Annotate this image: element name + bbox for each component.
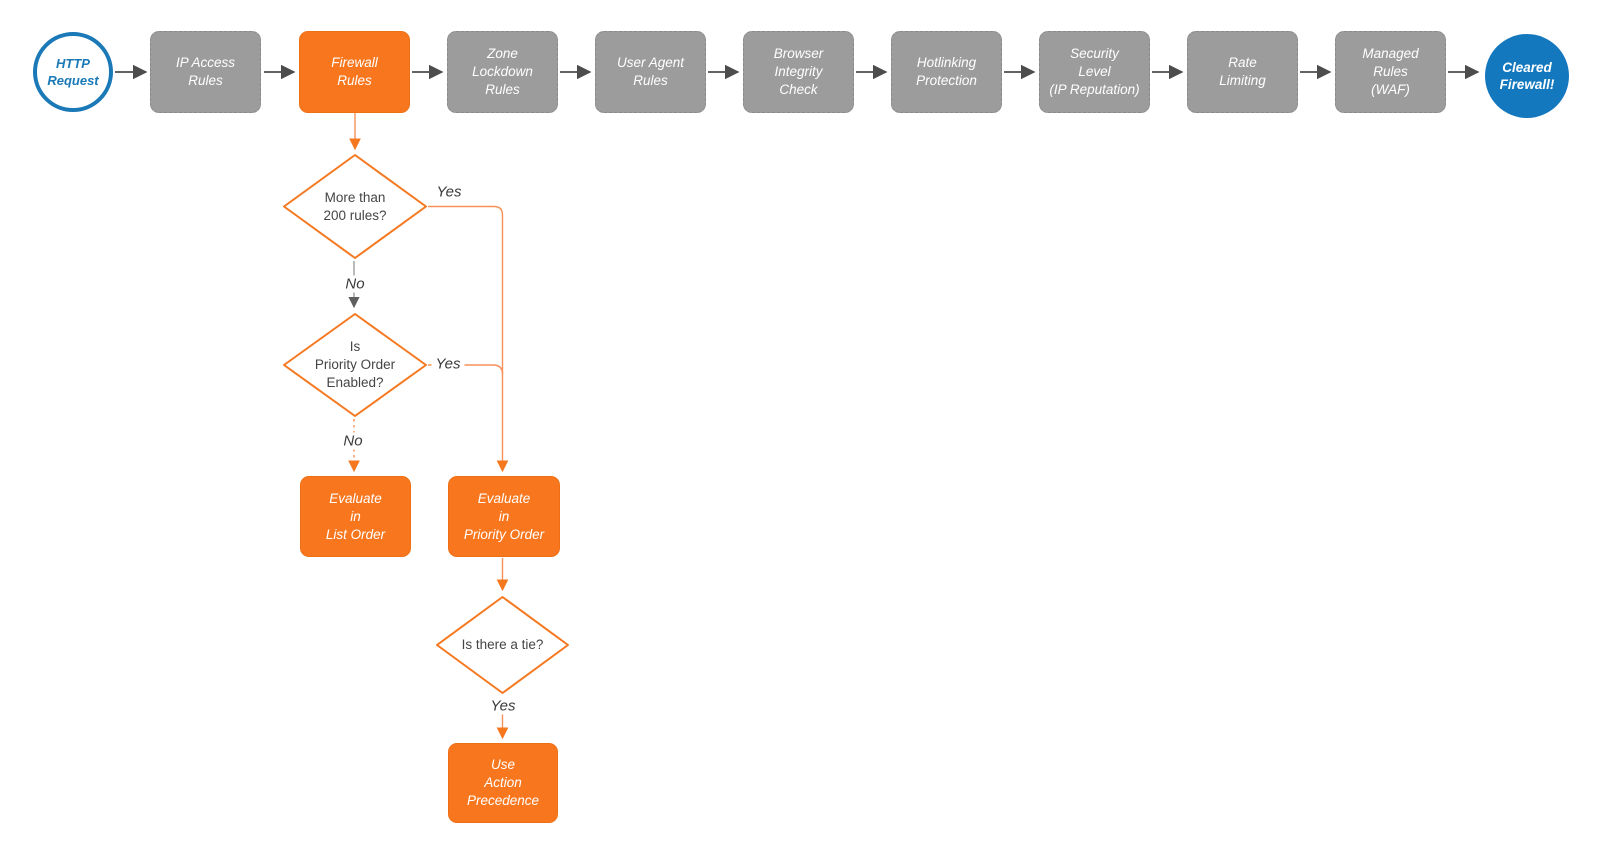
- node-label: Is Priority Order Enabled?: [314, 339, 396, 390]
- node-label: Rate Limiting: [1219, 55, 1266, 88]
- stage-firewall-rules: Firewall Rules: [299, 31, 410, 113]
- node-label: Is there a tie?: [461, 637, 544, 652]
- decision-priority-order-enabled: Is Priority Order Enabled?: [282, 312, 428, 418]
- action-evaluate-priority-order: Evaluate in Priority Order: [448, 476, 560, 557]
- edge-label-no-2: No: [339, 432, 367, 450]
- stage-zone-lockdown-rules: Zone Lockdown Rules: [447, 31, 558, 113]
- decision-is-there-a-tie: Is there a tie?: [435, 595, 570, 695]
- stage-ip-access-rules: IP Access Rules: [150, 31, 261, 113]
- node-label: Managed Rules (WAF): [1362, 46, 1419, 97]
- stage-hotlinking-protection: Hotlinking Protection: [891, 31, 1002, 113]
- action-evaluate-list-order: Evaluate in List Order: [300, 476, 411, 557]
- edge-label-yes-1: Yes: [432, 183, 466, 201]
- edge-label-yes-2: Yes: [431, 355, 465, 373]
- end-cleared-firewall: Cleared Firewall!: [1485, 34, 1569, 118]
- stage-user-agent-rules: User Agent Rules: [595, 31, 706, 113]
- diamond-shape: [283, 154, 427, 259]
- decision-more-than-200-rules: More than 200 rules?: [282, 153, 428, 260]
- node-label: Use Action Precedence: [466, 757, 540, 808]
- node-label: Cleared Firewall!: [1499, 60, 1555, 92]
- edge-decision1-yes-to-evaluate-priority: [428, 205, 509, 473]
- stage-rate-limiting: Rate Limiting: [1187, 31, 1298, 113]
- stage-security-level: Security Level (IP Reputation): [1039, 31, 1150, 113]
- stage-managed-rules-waf: Managed Rules (WAF): [1335, 31, 1446, 113]
- node-label: Browser Integrity Check: [773, 46, 824, 97]
- node-label: Evaluate in List Order: [325, 490, 386, 542]
- node-label: Zone Lockdown Rules: [472, 46, 533, 97]
- node-label: User Agent Rules: [616, 55, 685, 88]
- node-label: IP Access Rules: [175, 55, 236, 88]
- edge-label-no-1: No: [341, 275, 369, 293]
- edge-decision2-yes-merge: [428, 364, 504, 375]
- diamond-shape: [436, 596, 569, 694]
- node-label: Evaluate in Priority Order: [463, 490, 545, 542]
- node-label: Security Level (IP Reputation): [1049, 46, 1140, 97]
- stage-browser-integrity-check: Browser Integrity Check: [743, 31, 854, 113]
- start-http-request: HTTP Request: [33, 32, 113, 112]
- node-label: Firewall Rules: [331, 55, 378, 88]
- edge-label-yes-3: Yes: [486, 697, 520, 715]
- node-label: More than 200 rules?: [323, 189, 387, 223]
- diamond-shape: [283, 313, 427, 417]
- action-use-action-precedence: Use Action Precedence: [448, 743, 558, 823]
- node-label: Hotlinking Protection: [916, 55, 977, 88]
- node-label: HTTP Request: [47, 56, 99, 88]
